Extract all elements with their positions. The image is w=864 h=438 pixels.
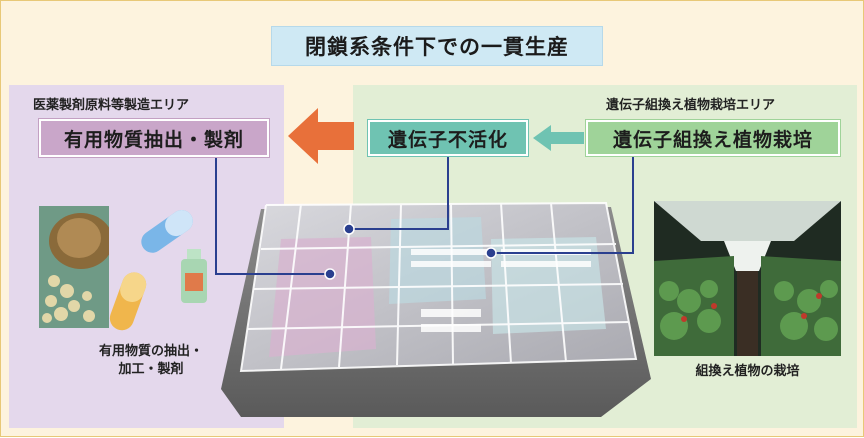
capsules-icon [109,210,207,331]
left-caption-line2: 加工・製剤 [118,362,184,377]
left-area-label: 医薬製剤原料等製造エリア [33,98,190,113]
left-caption-line1: 有用物質の抽出・ [98,344,203,359]
gm-plant-cultivation-box: 遺伝子組換え植物栽培 [585,119,841,157]
orange-arrow-icon [288,108,354,164]
extraction-formulation-box: 有用物質抽出・製剤 [38,118,270,158]
right-area-label: 遺伝子組換え植物栽培エリア [606,98,776,113]
right-caption: 組換え植物の栽培 [695,364,800,379]
gene-inactivation-box: 遺伝子不活化 [367,119,529,157]
teal-arrow-icon [533,125,584,151]
pharma-products-photo [39,206,109,328]
diagram-title: 閉鎖系条件下での一貫生産 [271,26,603,66]
plant-cultivation-photo [654,201,841,356]
closed-facility-illustration [221,201,651,417]
left-caption: 有用物質の抽出・ 加工・製剤 [41,343,261,379]
